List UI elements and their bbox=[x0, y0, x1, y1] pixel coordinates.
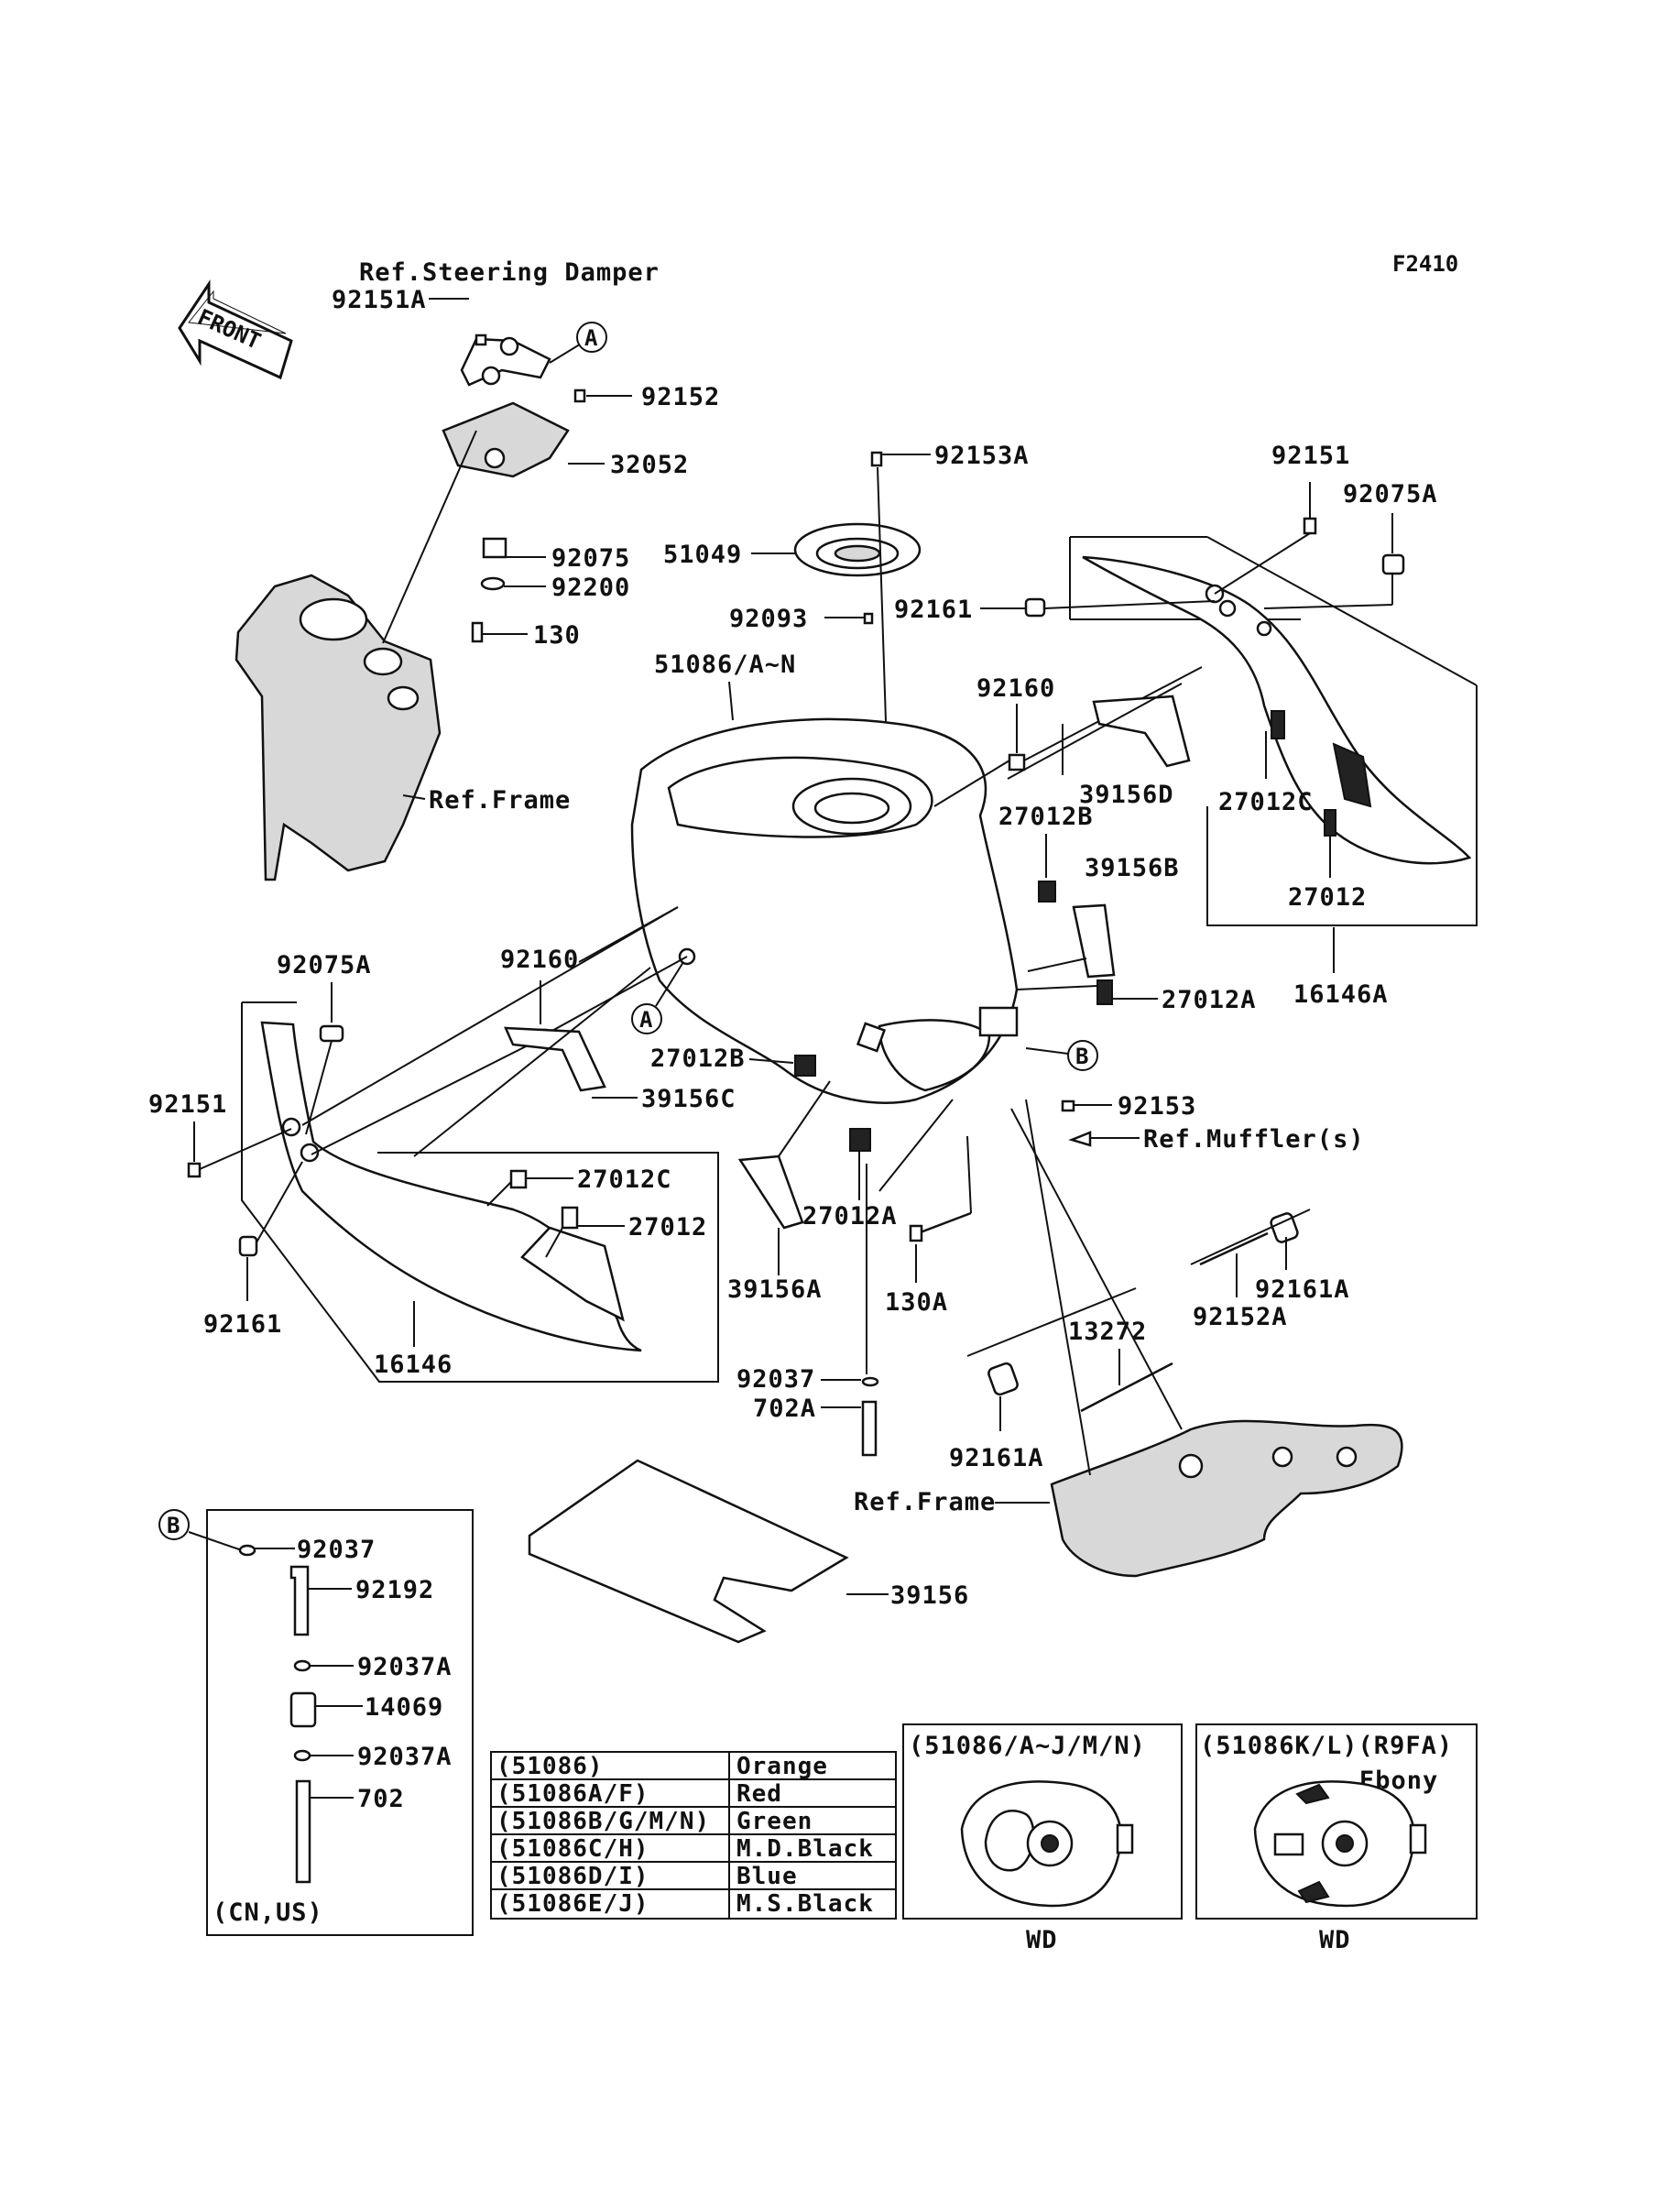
variant-box-right: (51086K/L)(R9FA) Ebony WD bbox=[1195, 1723, 1478, 1954]
svg-text:B: B bbox=[1075, 1044, 1088, 1069]
color-table: (51086) Orange (51086A/F) Red (51086B/G/… bbox=[490, 1751, 897, 1920]
callout-b-box: B bbox=[158, 1509, 190, 1540]
part-92161-left: 92161 bbox=[203, 1310, 282, 1339]
table-row-color: Orange bbox=[736, 1753, 828, 1780]
table-row-part: (51086D/I) bbox=[496, 1863, 649, 1890]
front-arrow-icon: FRONT bbox=[178, 279, 293, 380]
part-16146: 16146 bbox=[374, 1351, 453, 1379]
part-39156A: 39156A bbox=[727, 1275, 823, 1304]
part-92093: 92093 bbox=[729, 605, 808, 633]
part-92075A-top: 92075A bbox=[1343, 480, 1438, 509]
part-92151-left: 92151 bbox=[148, 1090, 227, 1119]
part-39156C: 39156C bbox=[641, 1085, 736, 1113]
svg-text:B: B bbox=[167, 1513, 180, 1538]
callout-a-top: A bbox=[576, 322, 607, 353]
part-92161A-right: 92161A bbox=[1255, 1275, 1350, 1304]
part-92151-top: 92151 bbox=[1271, 442, 1350, 470]
part-92200: 92200 bbox=[551, 574, 630, 602]
variant-box-left: (51086/A~J/M/N) WD bbox=[902, 1723, 1183, 1954]
part-92075A-left: 92075A bbox=[277, 951, 372, 979]
part-92152: 92152 bbox=[641, 383, 720, 411]
table-row-part: (51086) bbox=[496, 1753, 604, 1780]
part-92075: 92075 bbox=[551, 544, 630, 573]
part-92192: 92192 bbox=[355, 1576, 434, 1604]
part-92153A: 92153A bbox=[934, 442, 1030, 470]
part-27012A-top: 27012A bbox=[1162, 986, 1257, 1014]
fuel-cap bbox=[793, 451, 931, 625]
table-row-color: Blue bbox=[736, 1863, 798, 1890]
figure-code: F2410 bbox=[1392, 251, 1458, 277]
part-27012B-mid: 27012B bbox=[650, 1045, 746, 1073]
part-27012B-top: 27012B bbox=[998, 803, 1094, 831]
cn-us-box bbox=[206, 1509, 474, 1936]
ref-mufflers-label: Ref.Muffler(s) bbox=[1143, 1125, 1365, 1154]
part-92160-left: 92160 bbox=[500, 946, 579, 974]
table-row-color: M.S.Black bbox=[736, 1890, 874, 1918]
part-702: 702 bbox=[357, 1785, 405, 1813]
part-130: 130 bbox=[533, 621, 581, 650]
part-14069: 14069 bbox=[365, 1693, 443, 1722]
steering-damper-bracket bbox=[442, 334, 586, 643]
part-27012C-left: 27012C bbox=[577, 1165, 672, 1194]
fuel-tank bbox=[630, 717, 1019, 1104]
ref-frame-top-label: Ref.Frame bbox=[429, 786, 571, 815]
table-row-part: (51086E/J) bbox=[496, 1890, 649, 1918]
variant-right-caption: WD bbox=[1319, 1926, 1351, 1954]
part-92037-box: 92037 bbox=[297, 1536, 376, 1564]
part-92037: 92037 bbox=[736, 1365, 815, 1394]
part-92153: 92153 bbox=[1118, 1092, 1196, 1121]
table-row-color: Red bbox=[736, 1780, 782, 1808]
variant-left-title: (51086/A~J/M/N) bbox=[909, 1732, 1146, 1760]
svg-text:A: A bbox=[639, 1007, 653, 1033]
part-92037A-2: 92037A bbox=[357, 1743, 453, 1771]
cn-us-label: (CN,US) bbox=[213, 1898, 323, 1927]
table-row-part: (51086B/G/M/N) bbox=[496, 1808, 710, 1835]
callout-b-tank: B bbox=[1067, 1040, 1098, 1071]
part-92152A: 92152A bbox=[1193, 1303, 1288, 1331]
part-39156D: 39156D bbox=[1079, 781, 1174, 809]
table-row-part: (51086A/F) bbox=[496, 1780, 649, 1808]
part-51049: 51049 bbox=[663, 541, 742, 569]
part-27012A-mid: 27012A bbox=[802, 1202, 898, 1231]
part-92160-top: 92160 bbox=[976, 674, 1055, 703]
part-27012-left: 27012 bbox=[628, 1213, 707, 1242]
part-51086AN: 51086/A~N bbox=[654, 651, 796, 679]
variant-right-title: (51086K/L)(R9FA) bbox=[1200, 1732, 1453, 1760]
part-92037A-1: 92037A bbox=[357, 1653, 453, 1681]
ref-steering-damper-label: Ref.Steering Damper bbox=[359, 258, 660, 287]
side-cover-16146 bbox=[260, 1021, 642, 1352]
part-16146A: 16146A bbox=[1293, 980, 1389, 1009]
svg-text:A: A bbox=[584, 325, 598, 351]
part-39156B: 39156B bbox=[1085, 854, 1180, 882]
table-row-color: Green bbox=[736, 1808, 813, 1835]
part-39156: 39156 bbox=[890, 1581, 969, 1610]
tank-pad-39156 bbox=[528, 1459, 849, 1644]
part-92161A-bottom: 92161A bbox=[949, 1444, 1044, 1472]
variant-left-caption: WD bbox=[1026, 1926, 1058, 1954]
part-27012-top: 27012 bbox=[1288, 883, 1367, 912]
part-130A: 130A bbox=[885, 1288, 948, 1317]
rear-frame bbox=[1050, 1419, 1403, 1578]
part-13272: 13272 bbox=[1068, 1318, 1147, 1346]
frame-head bbox=[235, 574, 442, 881]
part-32052: 32052 bbox=[610, 451, 689, 479]
part-27012C-top: 27012C bbox=[1218, 788, 1314, 816]
table-row-part: (51086C/H) bbox=[496, 1835, 649, 1863]
part-92151A: 92151A bbox=[332, 286, 427, 314]
ref-frame-bottom-label: Ref.Frame bbox=[854, 1488, 996, 1516]
table-row-color: M.D.Black bbox=[736, 1835, 874, 1863]
part-92161-top: 92161 bbox=[894, 596, 973, 624]
part-702A: 702A bbox=[753, 1395, 816, 1423]
callout-a-mid: A bbox=[631, 1003, 662, 1034]
